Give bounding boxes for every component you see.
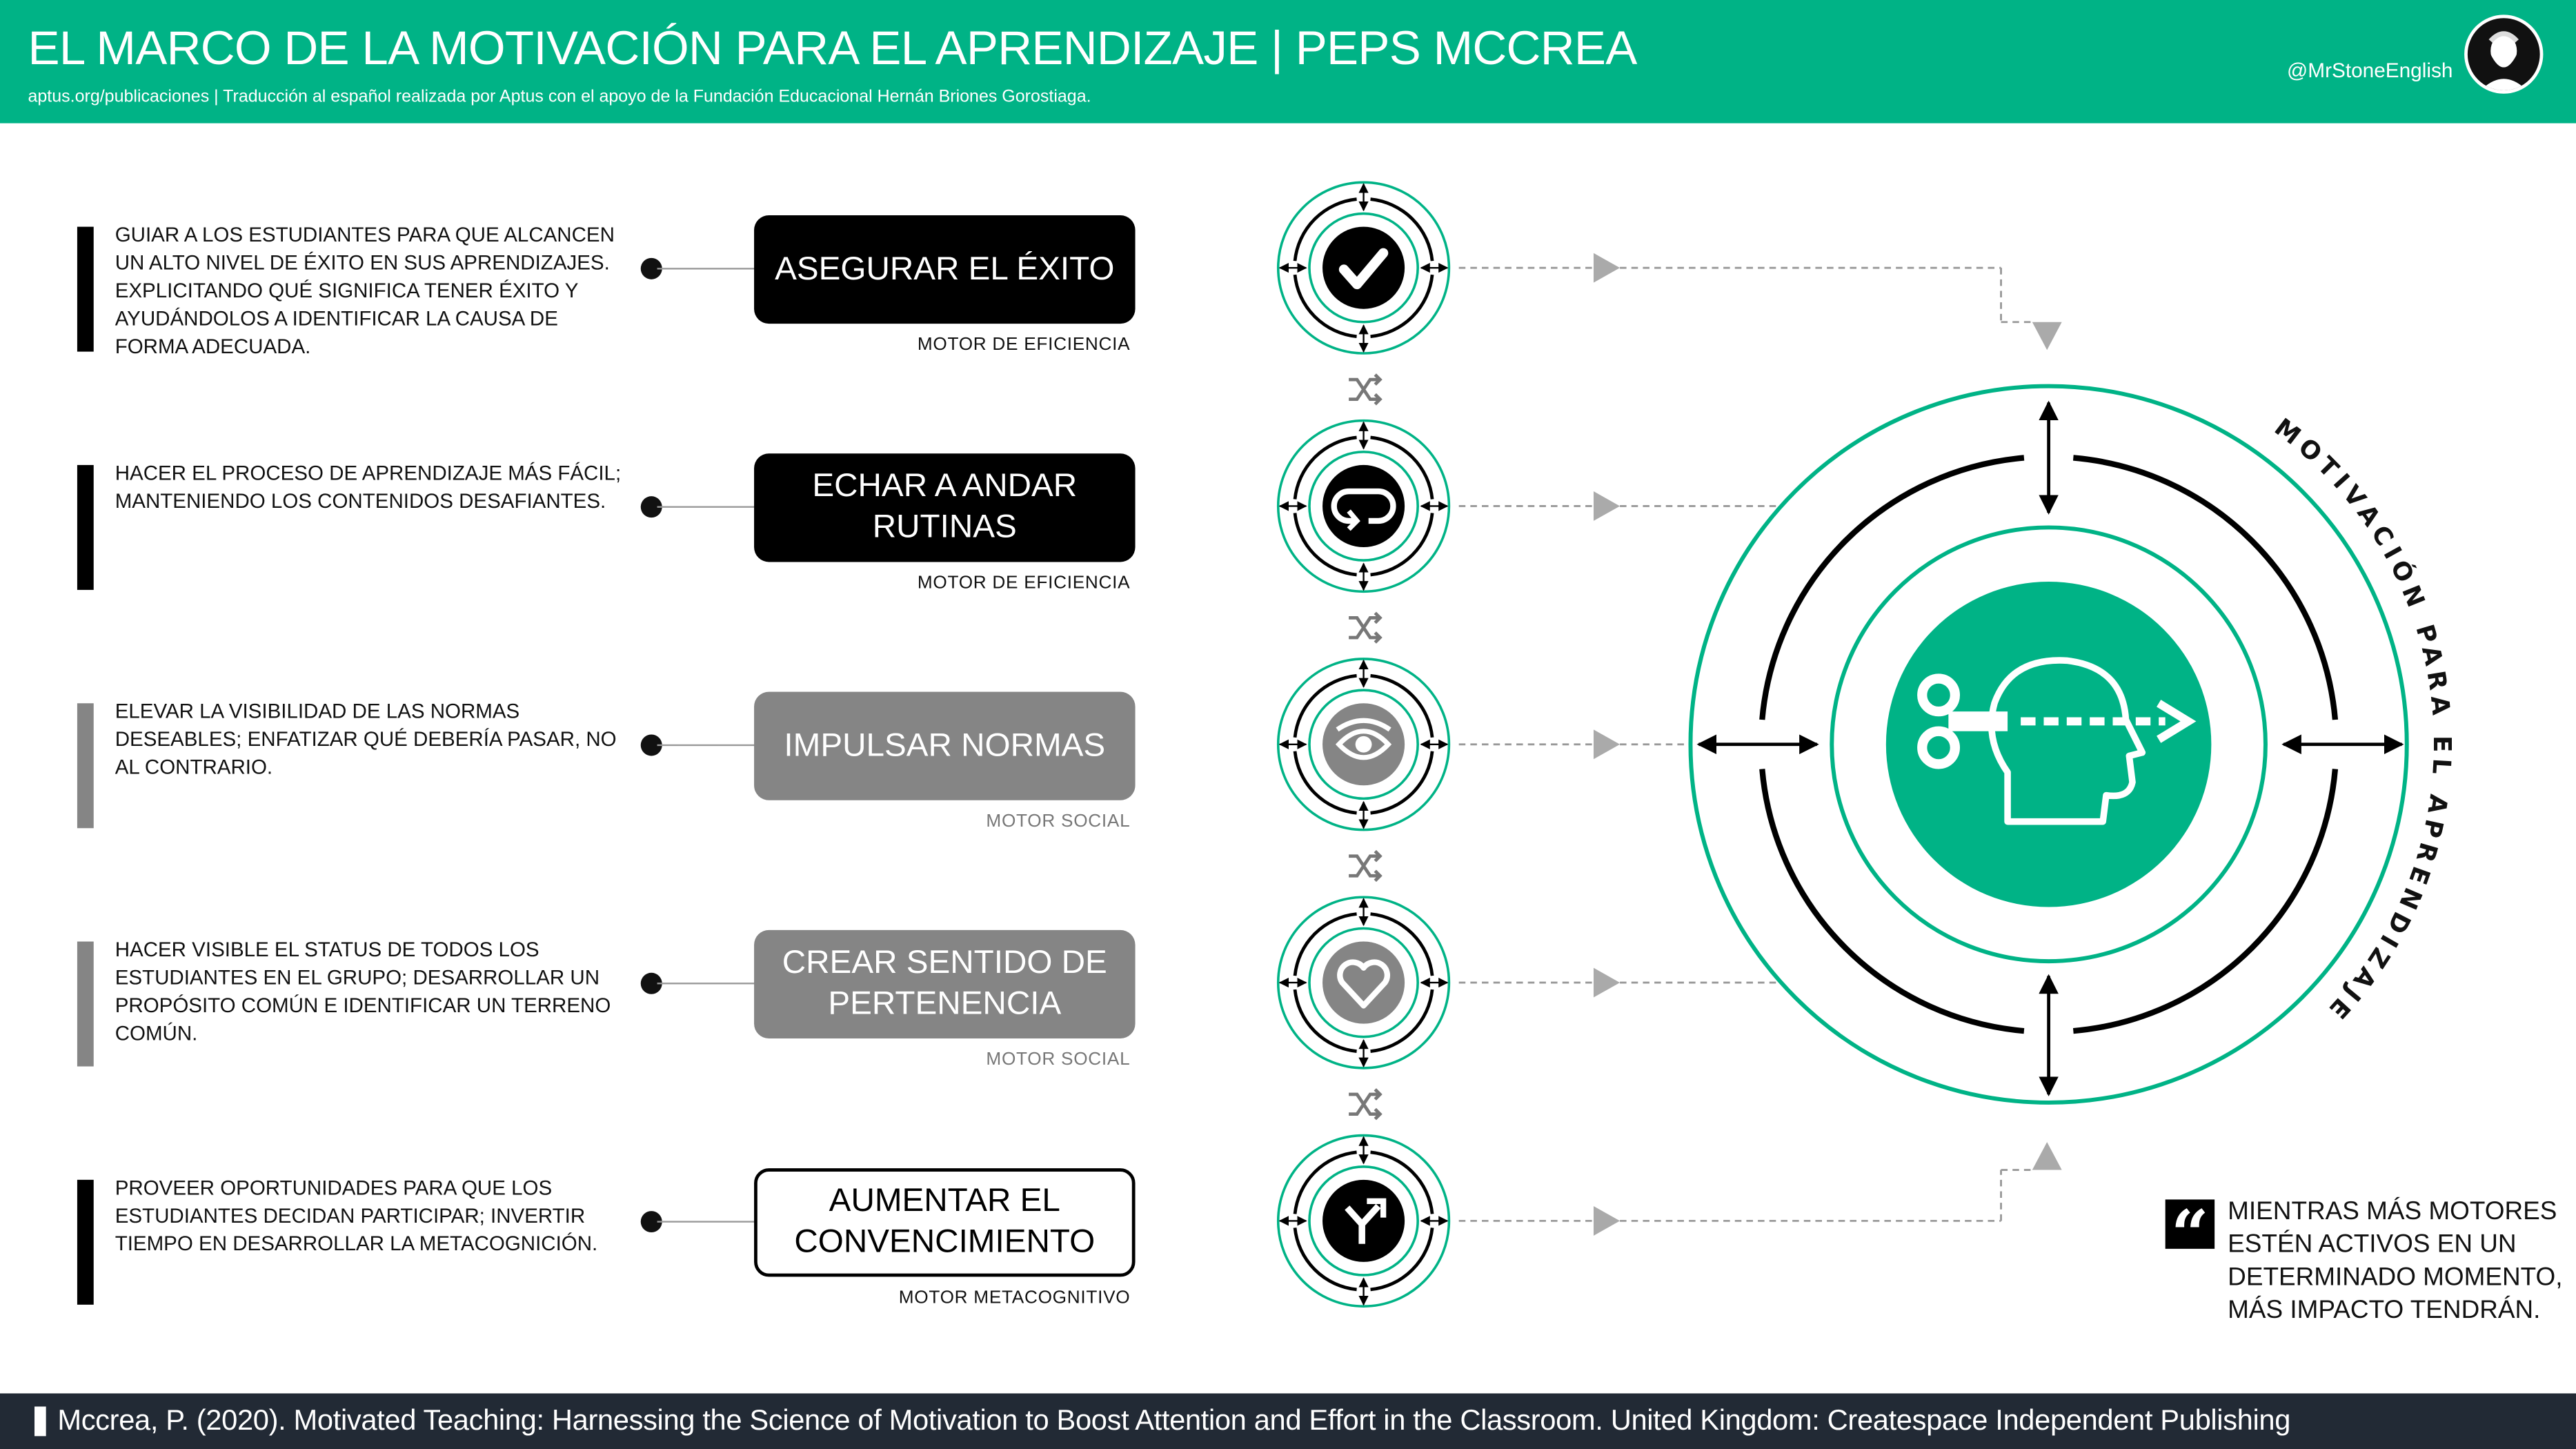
- inner-ring: [1308, 451, 1419, 562]
- quote-line: determinado momento,: [2228, 1263, 2563, 1292]
- quote-line: más impacto tendrán.: [2228, 1296, 2541, 1325]
- accent-bar: [77, 1179, 94, 1305]
- outer-green-ring: [1688, 384, 2409, 1105]
- expand-arrows: [1278, 659, 1449, 829]
- motor-label: MOTOR DE EFICIENCIA: [917, 573, 1131, 593]
- flow-arrow: [1458, 1142, 2062, 1236]
- header: EL MARCO DE LA MOTIVACIÓN PARA EL APREND…: [0, 0, 2576, 124]
- quote-text: Mientras más motores estén activos en un…: [2228, 1196, 2562, 1328]
- shuffle-icon: [1349, 1088, 1383, 1121]
- expand-arrows: [1696, 400, 2404, 1096]
- engine-icon: [1276, 419, 1451, 593]
- strategy-description: Elevar la visibilidad de las normas dese…: [115, 700, 617, 779]
- outer-ring: [1276, 419, 1451, 593]
- strategy-row: Elevar la visibilidad de las normas dese…: [0, 691, 1183, 942]
- loop-icon: [1331, 488, 1396, 531]
- outer-ring: [1276, 181, 1451, 355]
- outer-ring: [1276, 1134, 1451, 1308]
- connector-line: [657, 268, 756, 270]
- engine-icon: [1276, 181, 1451, 355]
- shuffle-icon: [1349, 373, 1383, 406]
- core-circle: [1885, 582, 2212, 907]
- quote-line: Mientras más motores: [2228, 1198, 2557, 1226]
- motor-label: MOTOR METACOGNITIVO: [898, 1288, 1131, 1308]
- connector-line: [657, 744, 756, 747]
- strategy-row: Hacer el proceso de aprendizaje más fáci…: [0, 453, 1183, 703]
- quote-line: estén activos en un: [2228, 1230, 2517, 1259]
- subtitle: aptus.org/publicaciones | Traducción al …: [28, 87, 1091, 107]
- strategy-description: Guiar a los estudiantes para que alcance…: [115, 223, 615, 359]
- strategy-description: Hacer visible el status de todos los est…: [115, 938, 611, 1045]
- strategy-description: Proveer oportunidades para que los estud…: [115, 1176, 598, 1256]
- engine-icon: [1276, 896, 1451, 1070]
- footer: Mccrea, P. (2020). Motivated Teaching: H…: [0, 1393, 2576, 1449]
- strategy-box[interactable]: AUMENTAR EL CONVENCIMIENTO: [754, 1168, 1136, 1277]
- accent-bar: [77, 941, 94, 1067]
- wind-up-key-head-icon: [1917, 657, 2197, 825]
- social-handle[interactable]: @MrStoneEnglish: [2287, 59, 2453, 83]
- page-title: EL MARCO DE LA MOTIVACIÓN PARA EL APREND…: [28, 23, 1637, 76]
- strategy-box[interactable]: ECHAR A ANDAR RUTINAS: [754, 453, 1136, 562]
- inner-ring: [1308, 689, 1419, 800]
- flow-arrow: [1458, 491, 1781, 521]
- flow-arrow: [1458, 967, 1781, 998]
- strategy-description: Hacer el proceso de aprendizaje más fáci…: [115, 462, 622, 513]
- reference-citation: Mccrea, P. (2020). Motivated Teaching: H…: [57, 1403, 2291, 1437]
- engine-icon: [1276, 1134, 1451, 1308]
- fork-arrow-icon: [1345, 1198, 1387, 1244]
- shuffle-icon: [1349, 849, 1383, 883]
- engine-core: [1322, 226, 1405, 309]
- black-ring-segments: [1759, 455, 2339, 1034]
- flow-arrow: [1458, 729, 1691, 760]
- strategy-row: Hacer visible el status de todos los est…: [0, 929, 1183, 1180]
- black-ring: [1293, 912, 1434, 1053]
- inner-ring: [1308, 212, 1419, 324]
- expand-arrows: [1278, 1136, 1449, 1306]
- motor-label: MOTOR SOCIAL: [986, 1049, 1131, 1070]
- connector-line: [657, 983, 756, 985]
- avatar: [2464, 14, 2544, 94]
- footer-marker: [34, 1406, 46, 1437]
- expand-arrows: [1278, 898, 1449, 1067]
- inner-green-ring: [1830, 525, 2268, 964]
- connector-line: [657, 506, 756, 508]
- strategy-box[interactable]: ASEGURAR EL ÉXITO: [754, 215, 1136, 324]
- arc-label: MOTIVACIÓN PARA EL APRENDIZAJE: [2269, 413, 2456, 1024]
- author-portrait-icon: [2480, 31, 2527, 90]
- eye-icon: [1335, 718, 1392, 760]
- inner-ring: [1308, 927, 1419, 1038]
- expand-arrows: [1278, 421, 1449, 591]
- black-ring: [1293, 673, 1434, 815]
- black-ring: [1293, 435, 1434, 577]
- arc-label-text: MOTIVACIÓN PARA EL APRENDIZAJE: [2269, 413, 2456, 1024]
- quote-icon: “: [2165, 1199, 2215, 1271]
- inner-ring: [1308, 1165, 1419, 1276]
- accent-bar: [77, 464, 94, 590]
- black-ring: [1293, 1150, 1434, 1292]
- heart-icon: [1337, 959, 1391, 1009]
- flow-arrow: [1458, 253, 2062, 351]
- expand-arrows: [1278, 183, 1449, 353]
- accent-bar: [77, 703, 94, 829]
- strategy-row: Guiar a los estudiantes para que alcance…: [0, 215, 1183, 465]
- accent-bar: [77, 226, 94, 352]
- black-ring: [1293, 197, 1434, 339]
- engine-core: [1322, 941, 1405, 1024]
- shuffle-icon: [1349, 611, 1383, 644]
- engine-core: [1322, 464, 1405, 548]
- motor-label: MOTOR SOCIAL: [986, 811, 1131, 831]
- outer-ring: [1276, 896, 1451, 1070]
- strategy-row: Proveer oportunidades para que los estud…: [0, 1168, 1183, 1418]
- strategy-box[interactable]: IMPULSAR NORMAS: [754, 691, 1136, 800]
- connector-line: [657, 1221, 756, 1223]
- check-icon: [1338, 248, 1389, 290]
- motor-label: MOTOR DE EFICIENCIA: [917, 335, 1131, 355]
- engine-icon: [1276, 658, 1451, 831]
- outer-ring: [1276, 658, 1451, 831]
- central-motivation-engine: MOTIVACIÓN PARA EL APRENDIZAJE: [1688, 384, 2456, 1105]
- strategy-box[interactable]: CREAR SENTIDO DE PERTENENCIA: [754, 929, 1136, 1039]
